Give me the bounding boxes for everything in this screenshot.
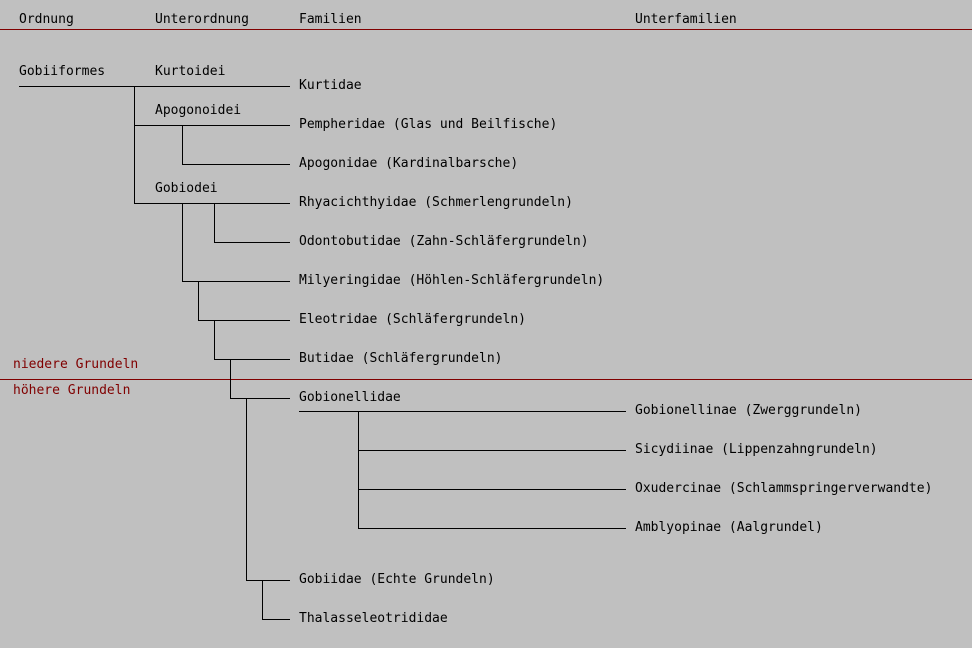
suborder-label: Kurtoidei [155, 64, 226, 79]
family-label: Rhyacichthyidae (Schmerlengrundeln) [299, 195, 573, 210]
subfamily-label: Amblyopinae (Aalgrundel) [635, 520, 823, 535]
branch-odontobutidae [214, 242, 290, 243]
family-label: Pempheridae (Glas und Beilfische) [299, 117, 558, 132]
subfamily-label: Sicydiinae (Lippenzahngrundeln) [635, 442, 878, 457]
header-divider [0, 29, 972, 30]
branch-oxudercinae [358, 489, 626, 490]
suborder-label: Gobiodei [155, 181, 218, 196]
family-label: Eleotridae (Schläfergrundeln) [299, 312, 526, 327]
header-ordnung: Ordnung [19, 12, 74, 27]
branch-sicydiinae [358, 450, 626, 451]
subfamily-label: Oxudercinae (Schlammspringerverwandte) [635, 481, 933, 496]
branch-gobiidae [246, 580, 290, 581]
group-label-higher: höhere Grundeln [13, 383, 131, 398]
family-label: Gobiidae (Echte Grundeln) [299, 572, 495, 587]
branch-vertical [214, 320, 215, 360]
branch-pempheridae [134, 125, 290, 126]
branch-eleotridae [198, 320, 290, 321]
order-label: Gobiiformes [19, 64, 106, 79]
branch-vertical [230, 359, 231, 399]
branch-vertical [198, 281, 199, 321]
header-familien: Familien [299, 12, 362, 27]
branch-butidae [214, 359, 290, 360]
branch-vertical [262, 580, 263, 620]
group-label-lower: niedere Grundeln [13, 357, 139, 372]
branch-gobionellinae [299, 411, 626, 412]
branch-kurtidae [19, 86, 290, 87]
group-divider [0, 379, 972, 380]
family-label: Kurtidae [299, 78, 362, 93]
branch-apogonidae [182, 164, 290, 165]
suborder-label: Apogonoidei [155, 103, 242, 118]
family-label: Butidae (Schläfergrundeln) [299, 351, 503, 366]
family-label: Milyeringidae (Höhlen-Schläfergrundeln) [299, 273, 605, 288]
branch-gobiodei-vertical [182, 203, 183, 282]
branch-apogonoidei-vertical [182, 125, 183, 165]
branch-gobionellidae [230, 398, 290, 399]
branch-suborders-vertical [134, 86, 135, 204]
family-label: Gobionellidae [299, 390, 401, 405]
family-label: Odontobutidae (Zahn-Schläfergrundeln) [299, 234, 589, 249]
branch-subfamilies-vertical [358, 411, 359, 529]
branch-milyeringidae [182, 281, 290, 282]
header-unterfamilien: Unterfamilien [635, 12, 737, 27]
subfamily-label: Gobionellinae (Zwerggrundeln) [635, 403, 862, 418]
header-unterordnung: Unterordnung [155, 12, 249, 27]
branch-odontobutidae-vertical [214, 203, 215, 243]
family-label: Apogonidae (Kardinalbarsche) [299, 156, 519, 171]
branch-vertical [246, 398, 247, 581]
family-label: Thalasseleotrididae [299, 611, 448, 626]
branch-amblyopinae [358, 528, 626, 529]
branch-thalasseleotrididae [262, 619, 290, 620]
branch-rhyacichthyidae [134, 203, 290, 204]
